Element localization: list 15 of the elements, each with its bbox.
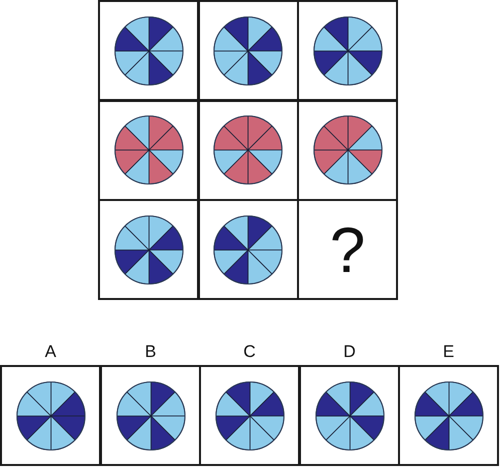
puzzle-cell (198, 0, 298, 101)
puzzle-cell (297, 100, 398, 200)
puzzle-cell (98, 199, 199, 300)
puzzle-cell (198, 100, 298, 200)
puzzle-cell (98, 100, 199, 200)
option-letter: B (144, 343, 156, 362)
option-letter: A (44, 343, 56, 362)
puzzle-cell (297, 0, 398, 101)
option-letter: C (243, 343, 256, 362)
puzzle-cell (98, 0, 199, 101)
puzzle-cell (198, 199, 298, 300)
puzzle-cell (297, 199, 398, 300)
question-mark: ? (330, 218, 366, 282)
option-letter: D (343, 343, 356, 362)
option-letter: E (442, 343, 454, 362)
